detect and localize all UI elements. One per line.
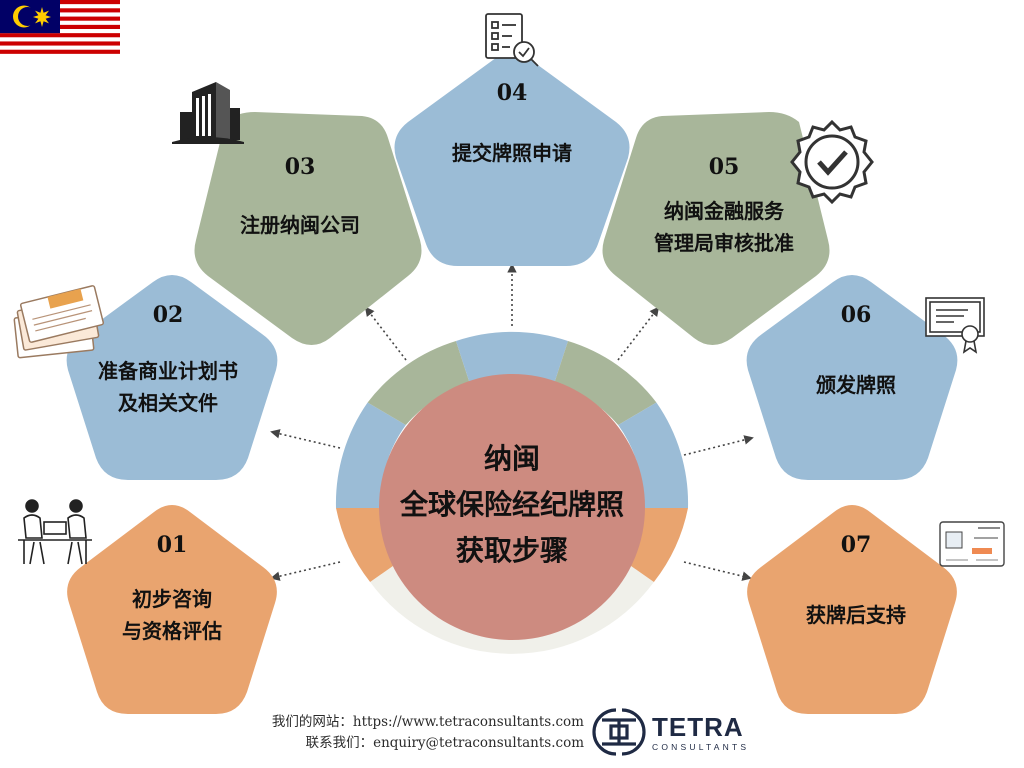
step-07: 07 获牌后支持 (747, 505, 957, 714)
step-07-number: 07 (841, 532, 872, 558)
malaysia-flag-icon (0, 0, 120, 58)
step-01: 01 初步咨询 与资格评估 (67, 505, 277, 714)
arrow-to-step-05 (617, 306, 660, 361)
step-01-line-1: 初步咨询 (132, 587, 212, 611)
step-02-number: 02 (153, 302, 184, 328)
contact-email-text: 联系我们：enquiry@tetraconsultants.com (305, 735, 584, 751)
step-06: 06 颁发牌照 (746, 275, 958, 480)
center-circle (379, 374, 645, 640)
certificate-icon (925, 297, 985, 354)
checklist-search-icon (485, 13, 539, 67)
center-title-line-3: 获取步骤 (456, 534, 568, 567)
ring-segment-03 (367, 341, 470, 425)
step-05-pentagon (602, 112, 830, 345)
step-06-line-1: 颁发牌照 (816, 373, 896, 397)
approval-badge-icon (790, 119, 874, 205)
arrow-to-step-02 (270, 429, 341, 449)
ring-segment-07 (616, 508, 688, 582)
tetra-logo: TETRA CONSULTANTS (592, 708, 749, 756)
documents-stack-icon (13, 285, 105, 359)
step-07-line-1: 获牌后支持 (806, 603, 906, 627)
step-04: 04 提交牌照申请 (394, 53, 630, 266)
step-04-pentagon (394, 53, 630, 266)
contact-footer: 我们的网站：https://www.tetraconsultants.com 联… (248, 712, 584, 754)
arrow-to-step-07 (683, 561, 752, 581)
step-05: 05 纳闽金融服务 管理局审核批准 (602, 112, 830, 345)
ring-segment-bottom (370, 556, 654, 654)
step-03-pentagon (194, 112, 422, 345)
ring-segment-02 (335, 402, 406, 508)
connectors (270, 263, 754, 581)
step-06-pentagon (746, 275, 958, 480)
step-05-line-2: 管理局审核批准 (654, 231, 794, 255)
ring-segment-04 (456, 331, 568, 384)
office-building-icon (172, 82, 244, 144)
step-02: 02 准备商业计划书 及相关文件 (66, 275, 278, 480)
meeting-people-icon (18, 499, 92, 565)
tetra-logo-name: TETRA (652, 712, 744, 742)
step-02-line-1: 准备商业计划书 (98, 359, 238, 383)
step-05-number: 05 (709, 154, 740, 180)
step-03-number: 03 (285, 154, 316, 180)
arrow-to-step-06 (683, 435, 754, 456)
ring-segment-01 (336, 508, 408, 582)
step-01-number: 01 (157, 532, 188, 558)
step-07-pentagon (747, 505, 957, 714)
arrow-to-step-03 (364, 306, 407, 361)
step-06-number: 06 (841, 302, 872, 328)
step-02-line-2: 及相关文件 (118, 391, 218, 415)
step-02-pentagon (66, 275, 278, 480)
ring-segment-05 (554, 341, 657, 425)
step-03: 03 注册纳闽公司 (194, 112, 422, 345)
ring-segment-06 (618, 402, 689, 508)
step-01-line-2: 与资格评估 (122, 619, 222, 643)
step-04-line-1: 提交牌照申请 (452, 141, 572, 165)
step-01-pentagon (67, 505, 277, 714)
step-05-line-1: 纳闽金融服务 (664, 199, 785, 223)
center-ring: 纳闽 全球保险经纪牌照 获取步骤 (335, 331, 689, 654)
tetra-logo-mark (592, 708, 646, 756)
license-card-icon (939, 521, 1005, 567)
arrow-to-step-01 (270, 561, 341, 581)
tetra-logo-sub: CONSULTANTS (652, 742, 749, 752)
step-03-line-1: 注册纳闽公司 (240, 213, 360, 237)
center-title-line-2: 全球保险经纪牌照 (399, 488, 624, 521)
center-title-line-1: 纳闽 (484, 442, 540, 475)
website-text: 我们的网站：https://www.tetraconsultants.com (271, 714, 584, 730)
step-04-number: 04 (497, 80, 528, 106)
